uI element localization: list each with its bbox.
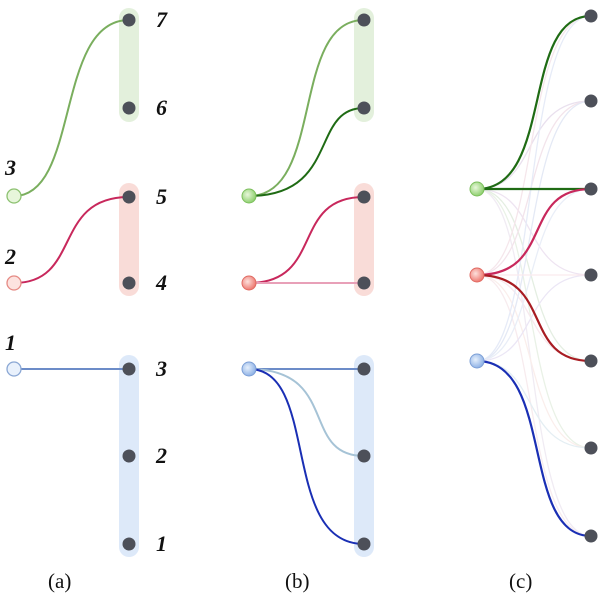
source-node-green (469, 181, 485, 197)
caption-b: (b) (285, 569, 310, 593)
band-red (119, 183, 139, 296)
caption-a: (a) (48, 569, 71, 593)
target-node-2 (357, 449, 371, 463)
right-label-5: 5 (156, 184, 167, 209)
target-node-4 (357, 276, 371, 290)
source-node-blue (241, 361, 257, 377)
panel-c: (c) (469, 9, 598, 593)
curve-2-to-5 (13, 196, 130, 284)
target-node-4 (122, 276, 136, 290)
curve-g-to-7 (248, 19, 365, 197)
target-node-6 (357, 101, 371, 115)
curve-g-to-6 (248, 107, 365, 197)
band-green (354, 8, 374, 122)
left-label-1: 1 (5, 330, 16, 355)
right-label-7: 7 (156, 7, 168, 32)
curve-b-to-2 (248, 368, 365, 457)
right-label-6: 6 (156, 95, 167, 120)
target-node-5 (122, 190, 136, 204)
target-node-7 (122, 13, 136, 27)
band-green (119, 8, 139, 122)
target-node-5 (584, 182, 598, 196)
source-node-red (469, 267, 485, 283)
right-label-1: 1 (156, 531, 167, 556)
target-node-1 (357, 537, 371, 551)
source-node-green (241, 188, 257, 204)
right-label-2: 2 (155, 443, 167, 468)
curve-r-to-up (476, 187, 592, 277)
band-red (354, 183, 374, 296)
target-node-4 (584, 268, 598, 282)
source-node-blue (469, 353, 485, 369)
right-label-4: 4 (155, 270, 167, 295)
source-node-red (241, 275, 257, 291)
source-node-2 (6, 275, 22, 291)
source-node-3 (6, 188, 22, 204)
curve-b-to-1 (248, 368, 365, 545)
curve-b-to-bottom (476, 359, 592, 538)
panel-a: 3 2 1 7 6 5 4 3 2 1 (a) (4, 7, 168, 593)
target-node-5 (357, 190, 371, 204)
target-node-6 (584, 94, 598, 108)
curve-r-to-5 (248, 196, 365, 284)
target-node-2 (122, 449, 136, 463)
curve-g-to-top (476, 14, 592, 191)
right-label-3: 3 (155, 356, 167, 381)
target-node-3 (122, 362, 136, 376)
target-node-3 (584, 354, 598, 368)
target-node-1 (122, 537, 136, 551)
target-node-7 (584, 9, 598, 23)
target-node-3 (357, 362, 371, 376)
left-label-2: 2 (4, 244, 16, 269)
left-label-3: 3 (4, 155, 16, 180)
target-node-6 (122, 101, 136, 115)
panel-b: (b) (241, 8, 374, 593)
target-node-2 (584, 441, 598, 455)
target-node-1 (584, 529, 598, 543)
curve-r-to-down (476, 273, 592, 363)
source-node-1 (6, 361, 22, 377)
curve-3-to-7 (13, 19, 130, 197)
caption-c: (c) (509, 569, 532, 593)
target-node-7 (357, 13, 371, 27)
